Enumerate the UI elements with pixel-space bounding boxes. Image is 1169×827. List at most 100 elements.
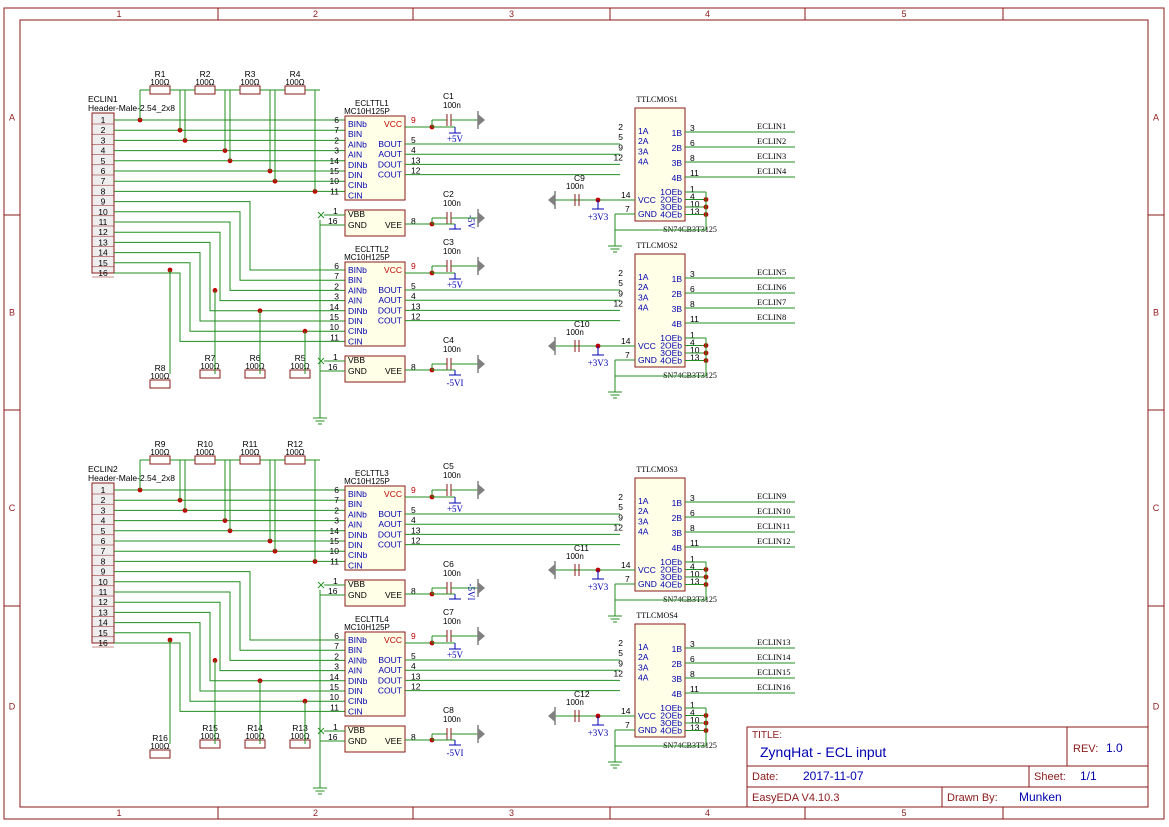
resistor-ref: R9: [155, 439, 166, 449]
supply-label: +5V: [447, 134, 464, 144]
junction-dot: [257, 678, 263, 684]
mux-pin-name: 1A: [638, 126, 649, 136]
ecl-pin-number: 6: [334, 631, 339, 641]
ecl-pin-number: 9: [411, 261, 416, 271]
header-body: [91, 482, 115, 644]
resistor-value: 100Ω: [245, 362, 264, 371]
resistor-value: 100Ω: [200, 732, 219, 741]
ecl-vcc-label: VCC: [384, 265, 402, 275]
ecl-pin-number: 11: [330, 556, 339, 566]
circuit-groups: ECLIN1Header-Male-2.54_2x812345678910111…: [88, 69, 795, 795]
no-connect-mark: [317, 211, 325, 219]
net-label: ECLIN4: [757, 166, 787, 176]
ecl-pin-number: 8: [411, 216, 416, 226]
resistor-ref: R6: [250, 353, 261, 363]
net-label: ECLIN3: [757, 151, 786, 161]
mux-pin-number: 1: [690, 554, 695, 564]
mux-pin-name: 3B: [672, 674, 683, 684]
ecl-pin-number: 8: [411, 362, 416, 372]
resistor-body: [239, 455, 261, 465]
ecl-pin-number: 2: [334, 505, 339, 515]
net-label: ECLIN5: [757, 267, 786, 277]
capacitor-ref: C12: [574, 689, 590, 699]
resistor-value: 100Ω: [285, 448, 304, 457]
supply-label: -5VI: [466, 584, 476, 601]
mux-pin-name: 3A: [638, 662, 649, 672]
column-label: 2: [313, 9, 318, 19]
ecl-pin-number: 13: [411, 301, 421, 311]
ecl-pin-number: 13: [411, 155, 421, 165]
mux-pin-number: 5: [618, 648, 623, 658]
drawn-label: Drawn By:: [947, 792, 998, 804]
ecl-pin-number: 1: [333, 206, 338, 216]
ecl-pin-number: 13: [411, 671, 421, 681]
junction-dot: [302, 698, 308, 704]
mux-pin-number: 10: [690, 715, 700, 725]
ecl-chip-part: MC10H125P: [344, 107, 390, 116]
mux-pin-name: 2OEb: [660, 711, 682, 721]
capacitor-value: 100n: [566, 182, 584, 191]
ecl-pin-name: DOUT: [378, 675, 402, 685]
capacitor-value: 100n: [443, 345, 461, 354]
mux-pin-name: 2B: [672, 513, 683, 523]
header-pin-number: 13: [98, 607, 108, 617]
mux-pin-name: 4A: [638, 303, 649, 313]
wire: [114, 241, 345, 312]
supply-label: +3V3: [588, 212, 609, 222]
ecl-pin-number: 16: [328, 586, 338, 596]
mux-pin-number: 1: [690, 700, 695, 710]
ecl-pin-name: AIN: [348, 296, 362, 306]
capacitor-ref: C9: [574, 173, 585, 183]
mux-pin-number: 12: [614, 153, 624, 163]
ecl-pin-number: 10: [330, 546, 340, 556]
header-pin-number: 16: [98, 638, 108, 648]
header-value: Header-Male-2.54_2x8: [88, 473, 175, 483]
capacitor-ref: C11: [574, 543, 589, 553]
ecl-pin-number: 11: [330, 702, 339, 712]
ecl-pin-number: 13: [411, 525, 421, 535]
resistor-body: [194, 85, 216, 95]
mux-pin-name: 2A: [638, 506, 649, 516]
inner-border: [19, 19, 1149, 808]
header-pin-number: 3: [101, 135, 106, 145]
wire: [114, 231, 345, 302]
header-pin-number: 5: [101, 526, 106, 536]
mux-pin-name: 3A: [638, 516, 649, 526]
ecl-chip-ref: ECLTTL3: [355, 469, 389, 478]
resistor-body: [149, 749, 171, 759]
ecl-chip-lower-body: [344, 579, 406, 607]
mux-pin-name: 2OEb: [660, 565, 682, 575]
net-label: ECLIN13: [757, 637, 791, 647]
mux-pin-name: 4OEb: [660, 580, 682, 590]
mux-pin-name: 4B: [672, 173, 683, 183]
ecl-pin-name: AIN: [348, 150, 362, 160]
mux-pin-number: 10: [690, 569, 700, 579]
ecl-pin-name: DINb: [348, 676, 368, 686]
ecl-pin-name: COUT: [378, 686, 402, 696]
mux-pin-name: 2OEb: [660, 195, 682, 205]
ecl-pin-number: 16: [328, 216, 338, 226]
ecl-pin-number: 12: [411, 536, 421, 546]
mux-pin-name: 4OEb: [660, 726, 682, 736]
capacitor-ref: C2: [443, 189, 454, 199]
mux-pin-name: 3OEb: [660, 348, 682, 358]
resistor-body: [199, 369, 221, 379]
wire: [114, 211, 345, 281]
mux-pin-name: 1OEb: [660, 187, 682, 197]
mux-pin-number: 12: [614, 299, 624, 309]
ecl-pin-name: AIN: [348, 520, 362, 530]
ecl-pin-name: DOUT: [378, 159, 402, 169]
mux-pin-name: 2A: [638, 652, 649, 662]
circuit-group: ECLIN2Header-Male-2.54_2x812345678910111…: [88, 439, 795, 795]
ecl-pin-name: DIN: [348, 316, 363, 326]
ecl-pin-name: BIN: [348, 499, 362, 509]
ecl-pin-number: 7: [334, 641, 339, 651]
resistor-ref: R11: [243, 439, 258, 449]
rev-label: REV:: [1073, 743, 1098, 755]
row-label: C: [9, 503, 16, 513]
mux-pin-name: 4A: [638, 527, 649, 537]
net-label: ECLIN11: [757, 521, 790, 531]
ecl-pin-name: DOUT: [378, 305, 402, 315]
header-ref: ECLIN1: [88, 94, 118, 104]
